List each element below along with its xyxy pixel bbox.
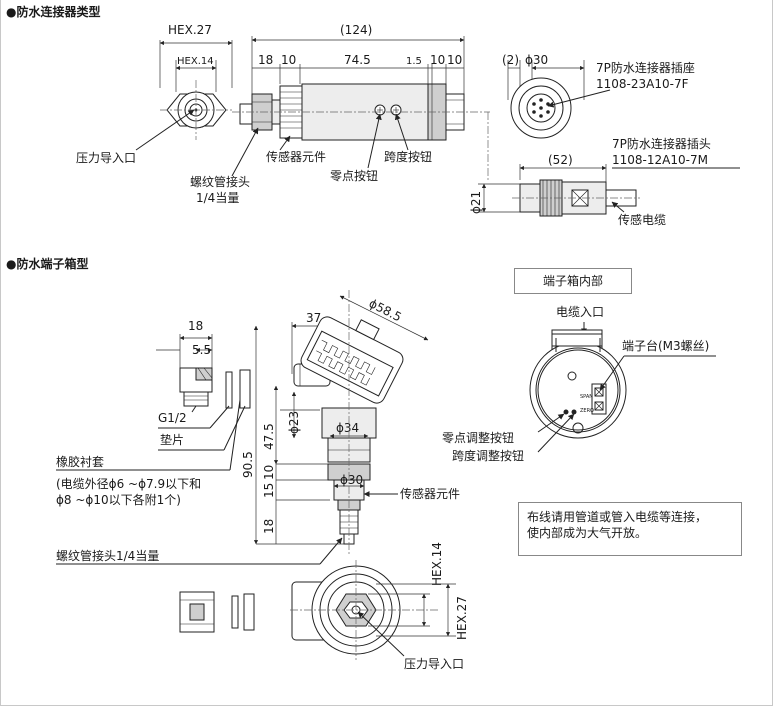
- hex14-label: HEX.14: [177, 56, 214, 67]
- hex27-label: HEX.27: [168, 23, 212, 37]
- cable-spec-line1: (电缆外径ϕ6 ~ϕ7.9以下和: [56, 477, 201, 491]
- cable-inlet-label: 电缆入口: [556, 305, 604, 319]
- inner-view-title-box: 端子箱内部: [514, 268, 632, 294]
- connector-section-title: ●防水连接器类型: [6, 4, 100, 19]
- dim-1-5: 1.5: [406, 56, 422, 67]
- zero-adjust-label: 零点调整按钮: [442, 430, 514, 445]
- dim-phi30: ϕ30: [340, 473, 363, 487]
- socket-label-2: 1108-23A10-7F: [596, 77, 689, 91]
- span-button-label: 跨度按钮: [384, 149, 432, 164]
- span-adjust-label: 跨度调整按钮: [452, 448, 524, 463]
- terminal-box-side-view: 37 ϕ58.5 ϕ23 47.5 ϕ34 90.5: [56, 290, 460, 565]
- plug-label-1: 7P防水连接器插头: [612, 136, 711, 151]
- cable-spec-line2: ϕ8 ~ϕ10以下各附1个): [56, 492, 181, 507]
- socket-phi30: ϕ30: [525, 53, 548, 67]
- dim-18b: 18: [262, 519, 276, 534]
- terminal-g12-fitting: 18 5.5 G1/2 垫片 橡胶衬套 (电缆外径ϕ6 ~ϕ7.9以下和 ϕ8 …: [56, 319, 251, 507]
- span-mark: SPAN: [580, 394, 593, 400]
- pressure-inlet-label: 压力导入口: [76, 151, 136, 165]
- dim-74-5: 74.5: [344, 53, 371, 67]
- thread-joint-label: 螺纹管接头: [190, 174, 250, 189]
- terminal-section-title: ●防水端子箱型: [6, 256, 88, 271]
- thread-equiv-label: 1/4当量: [196, 191, 239, 205]
- dim-phi58-5: ϕ58.5: [367, 296, 404, 324]
- wiring-note-line2: 使内部成为大气开放。: [527, 526, 648, 540]
- plug-phi21: ϕ21: [469, 191, 483, 214]
- plug-dim-52: (52): [548, 153, 573, 167]
- dim-paren-2: (2): [502, 53, 519, 67]
- bottom-hex14: HEX.14: [430, 542, 444, 586]
- dim-10a: 10: [281, 53, 296, 67]
- connector-plug-view: 7P防水连接器插头 1108-12A10-7M (52) ϕ21 传感电缆: [469, 112, 740, 227]
- connector-front-view: HEX.27 HEX.14 压力导入口: [76, 23, 233, 165]
- dim-47-5: 47.5: [262, 423, 276, 450]
- rubber-bushing-label: 橡胶衬套: [56, 454, 104, 469]
- wiring-note-box: 布线请用管道或管入电缆等连接， 使内部成为大气开放。: [518, 502, 742, 556]
- gasket-label: 垫片: [160, 432, 184, 447]
- overall-length: (124): [340, 23, 372, 37]
- dim-phi23: ϕ23: [287, 411, 301, 434]
- bottom-pressure-inlet: 压力导入口: [404, 657, 464, 671]
- sensor-element-label: 传感器元件: [266, 149, 326, 164]
- dim-15: 15: [262, 483, 276, 498]
- zero-mark: ZERO: [580, 408, 594, 414]
- inner-view-title: 端子箱内部: [542, 274, 603, 288]
- terminal-sensor-label: 传感器元件: [400, 486, 460, 501]
- g12-label: G1/2: [158, 411, 187, 425]
- plug-label-2: 1108-12A10-7M: [612, 153, 708, 167]
- g12-dim-5-5: 5.5: [192, 343, 211, 357]
- dim-10: 10: [262, 465, 276, 480]
- dim-10c: 10: [447, 53, 462, 67]
- dim-90-5: 90.5: [241, 451, 255, 478]
- zero-button-label: 零点按钮: [330, 168, 378, 183]
- terminal-thread-label: 螺纹管接头1/4当量: [56, 548, 159, 563]
- socket-label-1: 7P防水连接器插座: [596, 60, 695, 75]
- dim-10b: 10: [430, 53, 445, 67]
- connector-side-view: (124) 18 10 74.5 1.5 10 10: [190, 23, 490, 205]
- bottom-hex27: HEX.27: [455, 596, 469, 640]
- dim-phi34: ϕ34: [336, 421, 359, 435]
- dim-18: 18: [258, 53, 273, 67]
- terminal-block-label: 端子台(M3螺丝): [622, 338, 709, 353]
- wiring-note-line1: 布线请用管道或管入电缆等连接，: [527, 510, 708, 524]
- terminal-inner-view: 电缆入口 SPAN ZERO 端子台(M3螺丝) 零点调整按钮 跨度调整按钮: [442, 305, 716, 463]
- terminal-bottom-view: HEX.14 HEX.27 压力导入口: [179, 542, 469, 671]
- dim-37: 37: [306, 311, 321, 325]
- cable-label: 传感电缆: [618, 212, 666, 227]
- g12-dim-18: 18: [188, 319, 203, 333]
- connector-socket-view: (2) ϕ30 7P防水连接器插座 1108-23A10-7F: [502, 53, 695, 139]
